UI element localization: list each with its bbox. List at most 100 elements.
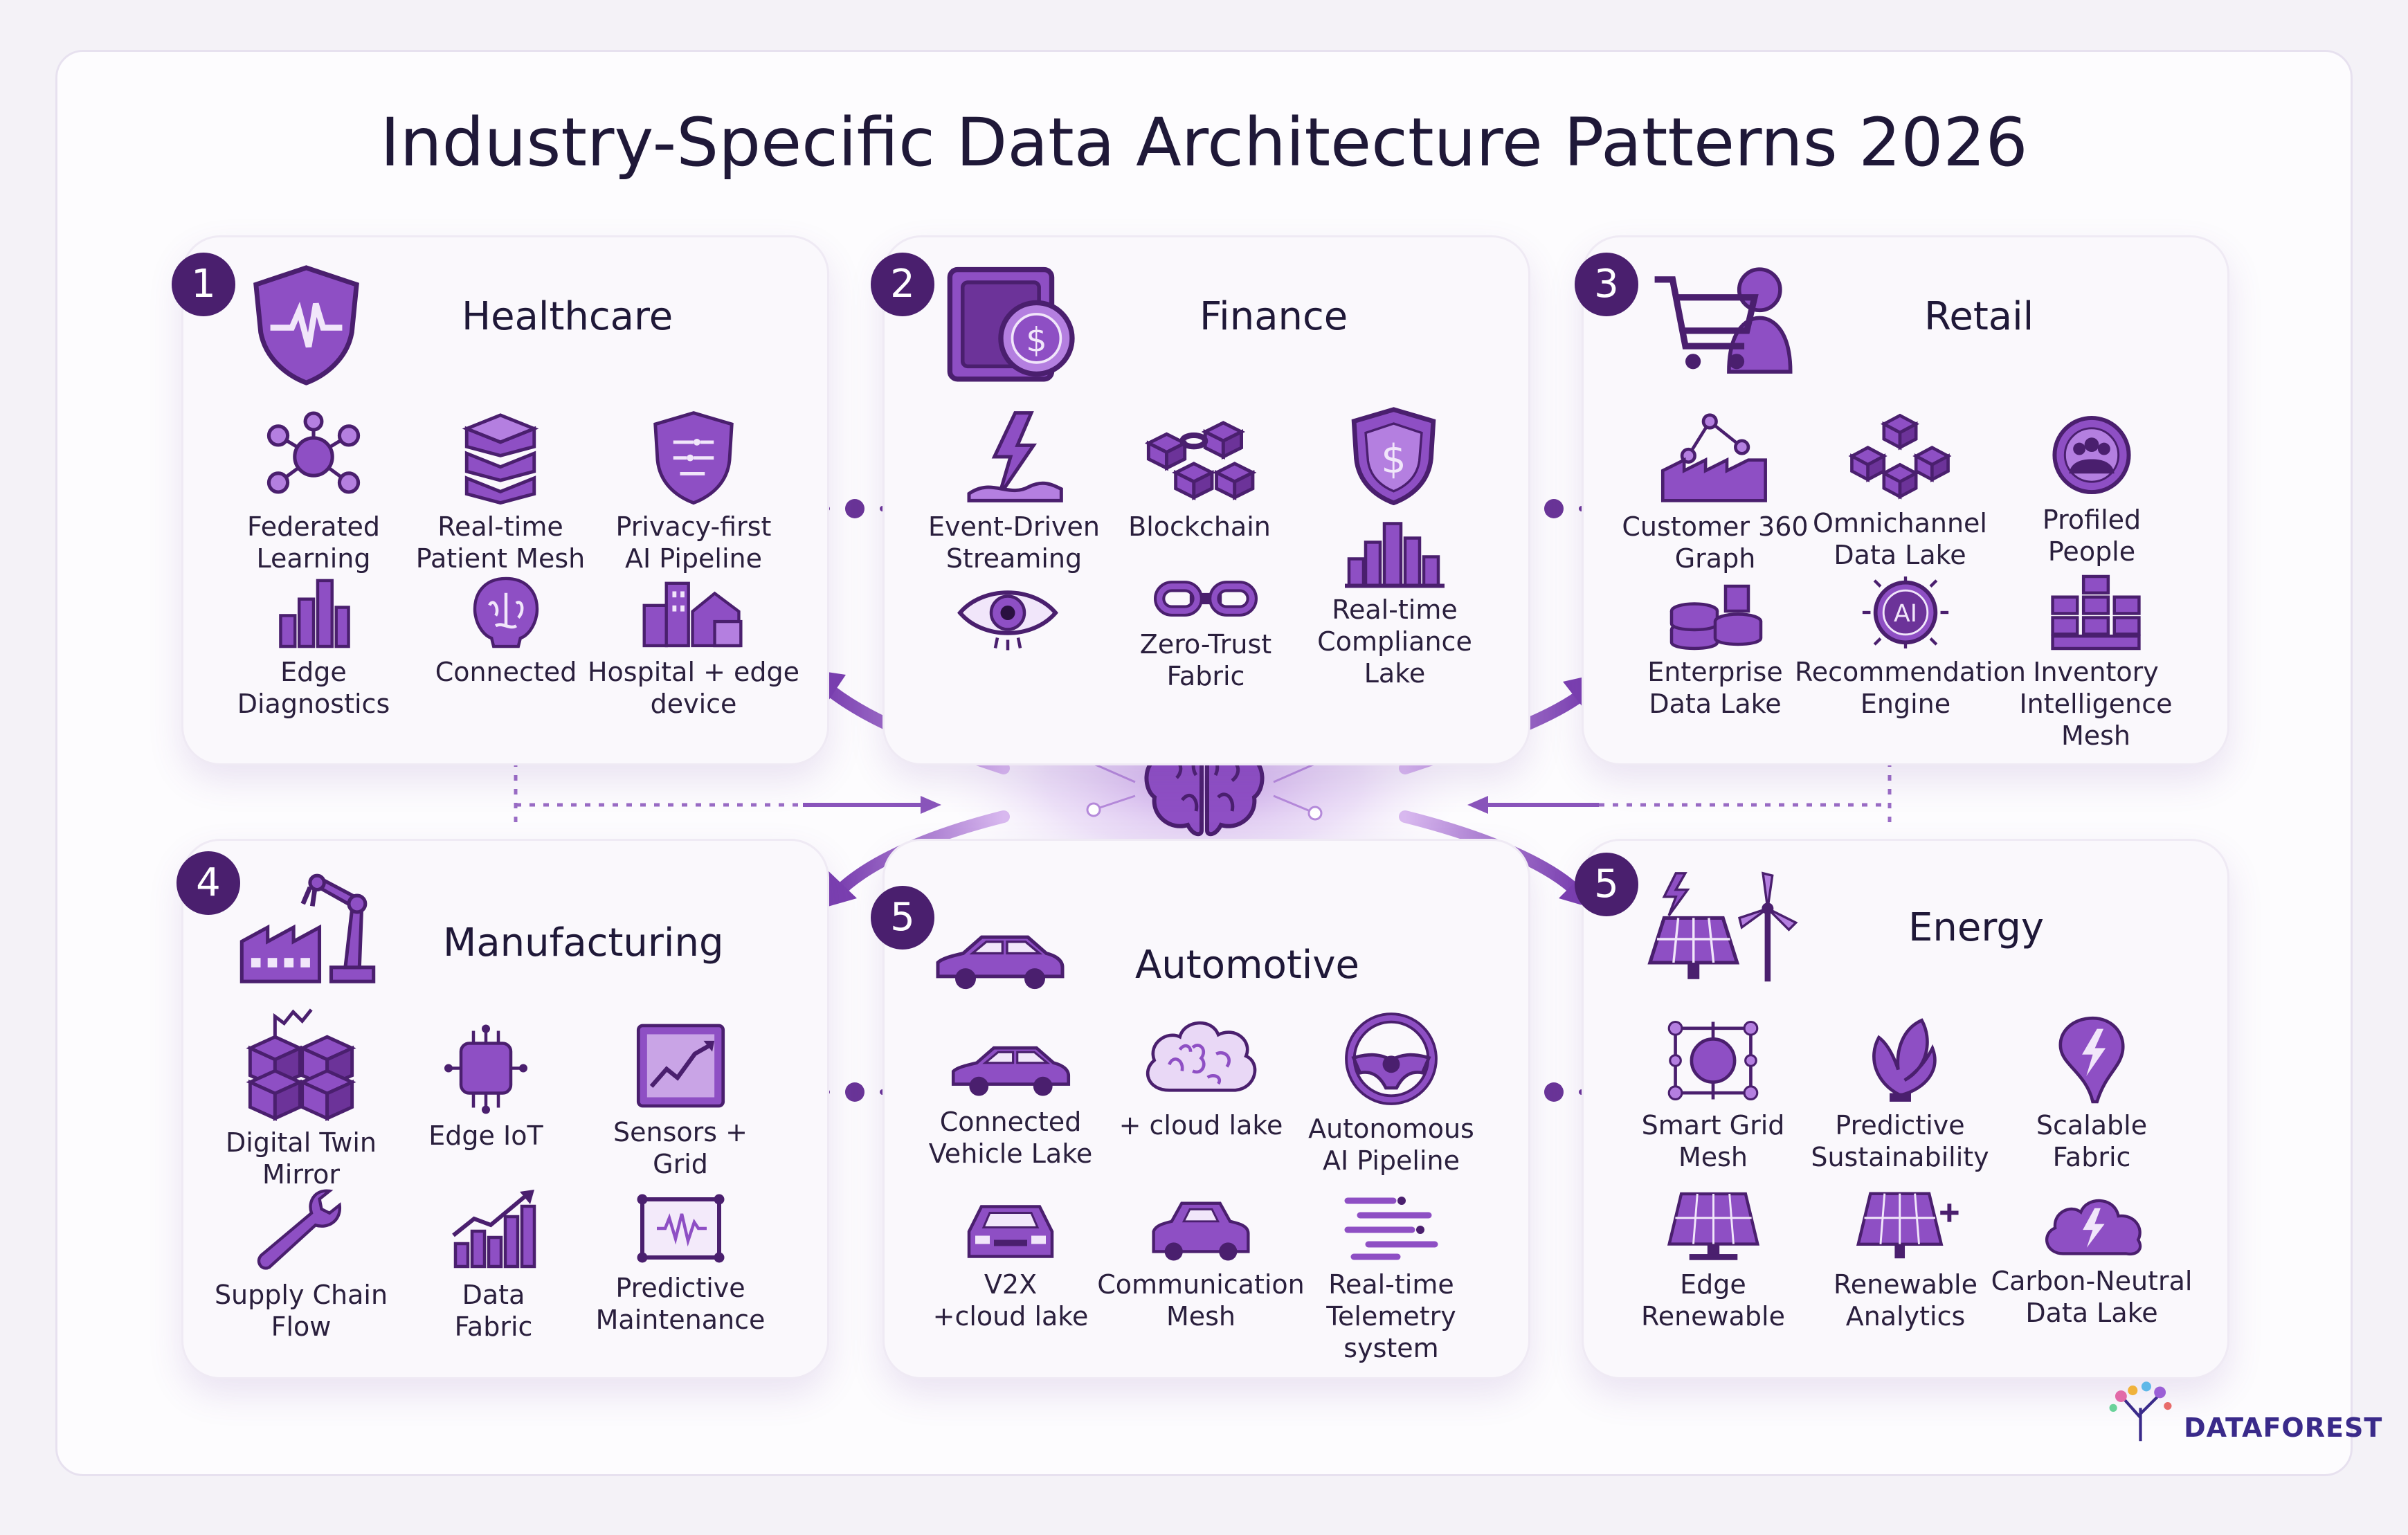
item-v2x: V2X +cloud lake: [900, 1194, 1121, 1332]
item-label: Edge IoT: [428, 1120, 543, 1151]
item-customer-360: Customer 360 Graph: [1604, 408, 1826, 574]
item-label: Predictive Maintenance: [595, 1273, 766, 1335]
item-label: Connected: [435, 657, 577, 687]
item-label: Recommendation Engine: [1795, 657, 2026, 719]
database-stack-icon: [1669, 584, 1763, 651]
waveform-monitor-icon: [637, 1194, 724, 1263]
item-hospital-edge: Hospital + edge device: [583, 574, 804, 720]
steering-wheel-icon: [1345, 1012, 1438, 1105]
leaf-icon: [1872, 1018, 1937, 1102]
card-title-healthcare: Healthcare: [462, 294, 673, 339]
item-label: Real-time Compliance Lake: [1317, 594, 1472, 689]
item-label: Blockchain: [1128, 511, 1271, 542]
item-omnichannel: Omnichannel Data Lake: [1789, 408, 2011, 571]
item-label: Connected Vehicle Lake: [928, 1107, 1093, 1169]
item-label: Communication Mesh: [1097, 1269, 1305, 1332]
lightning-wave-icon: [967, 411, 1063, 502]
item-blockchain: Blockchain: [1089, 408, 1310, 543]
item-label: Data Fabric: [454, 1280, 533, 1342]
growth-chart-icon: [451, 1190, 536, 1269]
sedan-icon: [951, 1046, 1070, 1096]
cube-network-icon: [1848, 413, 1952, 500]
item-connected-vehicle: Connected Vehicle Lake: [900, 1038, 1121, 1170]
item-label: Omnichannel Data Lake: [1813, 508, 1987, 570]
item-data-fabric: Data Fabric: [383, 1187, 604, 1343]
item-label: Sensors + Grid: [613, 1117, 748, 1179]
item-inventory-mesh: Inventory Intelligence Mesh: [1985, 574, 2207, 752]
robot-factory-icon: [237, 869, 379, 989]
brain-head-icon: [473, 576, 539, 648]
stacked-layers-icon: [462, 413, 539, 505]
card-title-manufacturing: Manufacturing: [443, 920, 724, 965]
item-label: Scalable Fabric: [2036, 1110, 2148, 1172]
microchip-icon: [444, 1024, 527, 1114]
item-carbon-neutral: Carbon-Neutral Data Lake: [1981, 1190, 2202, 1329]
speed-lines-icon: [1344, 1197, 1438, 1260]
item-label: Privacy-first AI Pipeline: [615, 511, 772, 574]
item-event-streaming: Event-Driven Streaming: [903, 408, 1125, 574]
item-label: Zero-Trust Fabric: [1139, 629, 1272, 691]
item-eye: [897, 578, 1119, 654]
item-label: Profiled People: [2042, 505, 2142, 567]
shield-dollar-icon: $: [1351, 407, 1436, 505]
item-supply-chain: Supply Chain Flow: [190, 1187, 412, 1343]
badge-energy: 5: [1575, 853, 1638, 916]
item-label: Inventory Intelligence Mesh: [2019, 657, 2173, 751]
item-label: Hospital + edge device: [587, 657, 800, 719]
item-label: Autonomous AI Pipeline: [1308, 1114, 1474, 1176]
item-predictive-sustainability: Predictive Sustainability: [1789, 1014, 2011, 1173]
eye-icon: [957, 590, 1058, 651]
globe-people-icon: [2052, 415, 2131, 495]
item-privacy-pipeline: Privacy-first AI Pipeline: [583, 408, 804, 574]
car-front-icon: [967, 1205, 1054, 1258]
item-label: V2X +cloud lake: [932, 1269, 1089, 1332]
car-icon: [931, 927, 1069, 996]
item-scalable-fabric: Scalable Fabric: [1981, 1014, 2202, 1173]
svg-text:$: $: [1381, 436, 1406, 482]
svg-text:$: $: [1026, 321, 1047, 359]
card-title-retail: Retail: [1924, 294, 2034, 339]
solar-panel-icon: [1667, 1192, 1759, 1260]
chain-blocks-icon: [1144, 421, 1257, 500]
twin-cubes-icon: [246, 1008, 356, 1121]
svg-text:AI: AI: [1894, 600, 1917, 628]
factory-graph-icon: [1660, 413, 1767, 502]
grid-mesh-icon: [1667, 1020, 1759, 1101]
cart-person-icon: [1649, 262, 1798, 392]
item-smart-grid: Smart Grid Mesh: [1602, 1017, 1824, 1173]
item-zero-trust: Zero-Trust Fabric: [1095, 574, 1316, 692]
box-grid-icon: [2051, 574, 2141, 651]
item-sensors-grid: Sensors + Grid: [570, 1021, 791, 1180]
item-edge-diagnostics: Edge Diagnostics: [203, 574, 424, 720]
solar-wind-icon: [1640, 869, 1800, 989]
shield-circuit-icon: [653, 411, 734, 505]
badge-finance: 2: [871, 253, 934, 316]
solar-plus-icon: [1856, 1192, 1959, 1259]
brand-name: DATAFOREST: [2184, 1413, 2383, 1443]
item-label: Event-Driven Streaming: [928, 511, 1100, 574]
item-label: Predictive Sustainability: [1811, 1110, 1989, 1172]
item-renewable-analytics: Renewable Analytics: [1795, 1187, 2016, 1332]
item-cloud-lake: + cloud lake: [1090, 1010, 1312, 1141]
item-telemetry: Real-time Telemetry system: [1280, 1190, 1502, 1364]
sensor-chart-icon: [636, 1024, 725, 1108]
safe-coin-icon: $: [945, 262, 1080, 392]
card-title-energy: Energy: [1908, 905, 2045, 950]
item-patient-mesh: Real-time Patient Mesh: [390, 408, 611, 574]
item-label: Real-time Patient Mesh: [415, 511, 586, 574]
badge-retail: 3: [1575, 253, 1638, 316]
lightning-drop-icon: [2058, 1016, 2125, 1104]
building-bars-icon: [1345, 522, 1445, 588]
cloud-bolt-icon: [2045, 1199, 2142, 1256]
item-recommendation: AI Recommendation Engine: [1795, 574, 2026, 720]
item-autonomous-pipeline: Autonomous AI Pipeline: [1280, 1010, 1502, 1177]
item-label: Real-time Telemetry system: [1326, 1269, 1456, 1363]
item-predictive-maintenance: Predictive Maintenance: [570, 1190, 791, 1336]
brain-cloud-icon: [1146, 1021, 1256, 1092]
item-label: Customer 360 Graph: [1622, 511, 1809, 574]
item-label: Supply Chain Flow: [214, 1280, 388, 1342]
tree-logo-icon: [2109, 1381, 2172, 1442]
item-edge-renewable: Edge Renewable: [1602, 1187, 1824, 1332]
badge-automotive: 5: [871, 886, 934, 950]
item-label: + cloud lake: [1119, 1110, 1283, 1141]
